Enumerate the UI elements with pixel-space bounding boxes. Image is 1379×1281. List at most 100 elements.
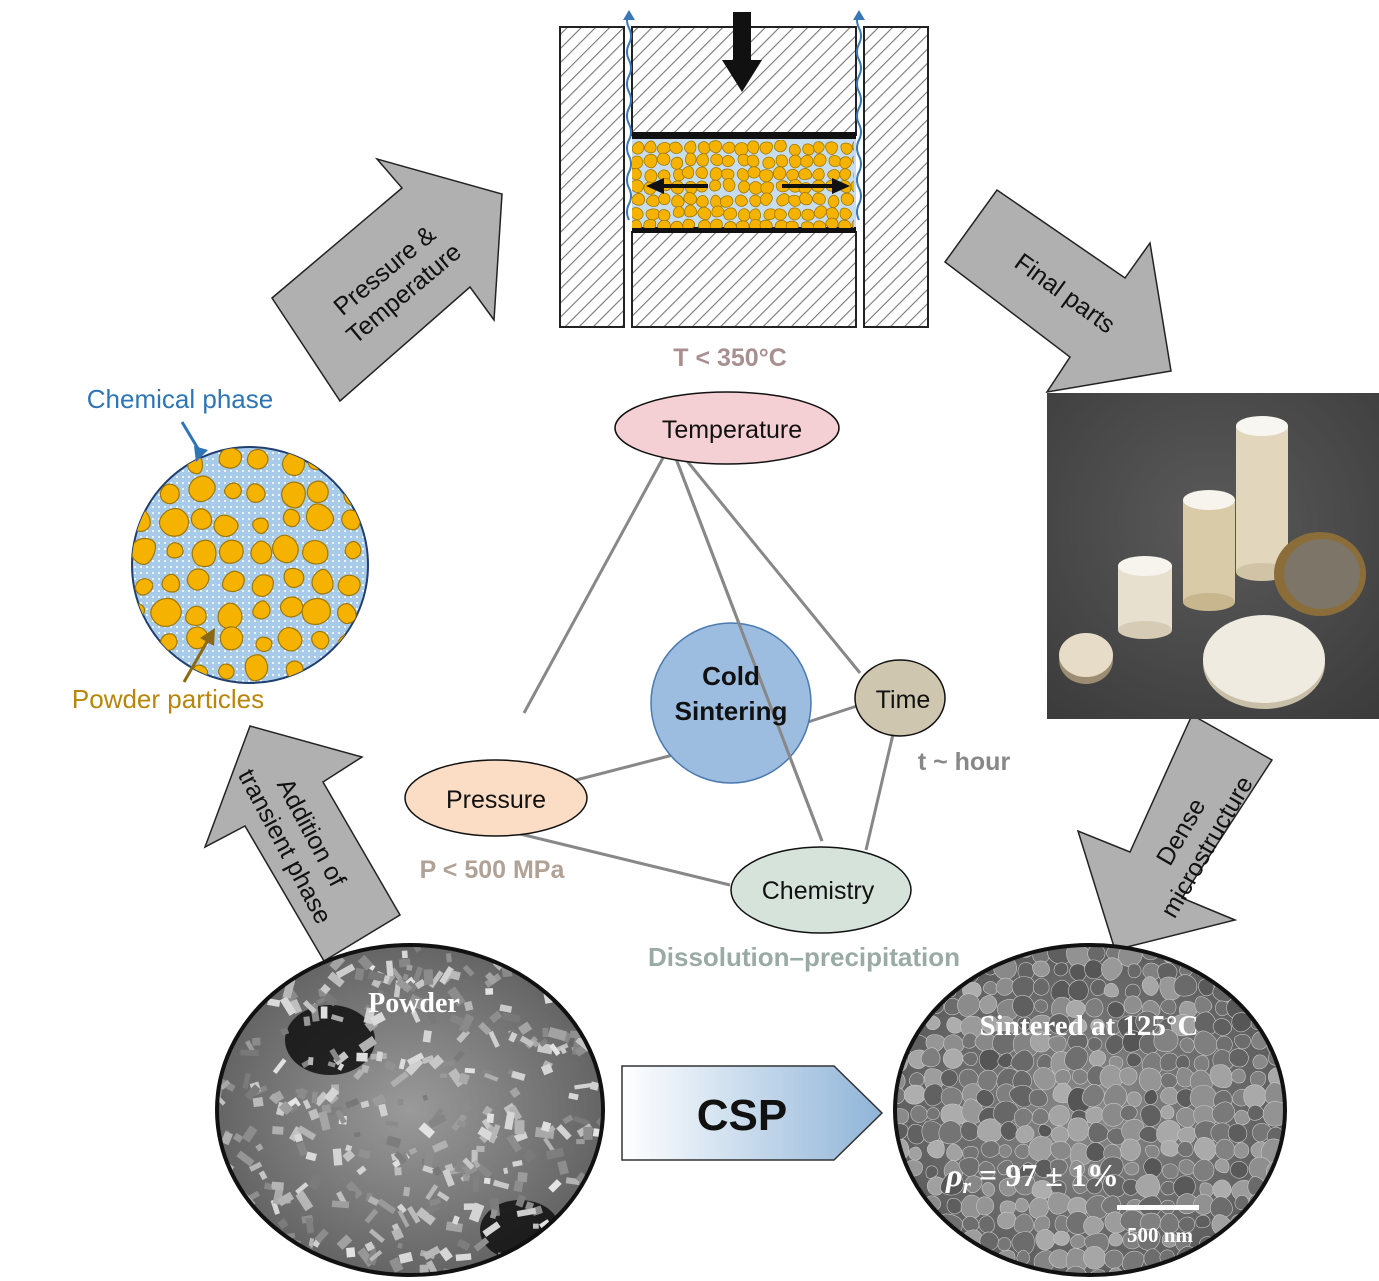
powder-particle bbox=[746, 140, 760, 155]
sem-grain bbox=[538, 1038, 549, 1047]
powder-particle bbox=[737, 208, 751, 222]
sem-grain bbox=[219, 1237, 233, 1257]
sem-grain bbox=[1106, 1127, 1126, 1146]
node-time: Time bbox=[854, 659, 946, 737]
sem-grain bbox=[335, 1109, 347, 1125]
node-time-label: Time bbox=[876, 686, 931, 714]
sem-grain bbox=[439, 1246, 453, 1262]
sem-grain bbox=[405, 980, 418, 993]
sem-grain bbox=[563, 1246, 578, 1261]
powder-particle bbox=[632, 219, 642, 228]
powder-particle bbox=[850, 180, 854, 193]
sem-grain bbox=[233, 989, 240, 998]
sem-grain bbox=[456, 1119, 467, 1128]
upper-punch-plate bbox=[632, 132, 856, 139]
sem-grain bbox=[472, 1175, 480, 1193]
sem-grain bbox=[449, 970, 461, 981]
sem-grain bbox=[221, 1270, 227, 1275]
sem-grain bbox=[1099, 1156, 1124, 1178]
sem-grain bbox=[428, 1113, 447, 1129]
sem-grain bbox=[308, 1108, 320, 1121]
powder-particle bbox=[136, 482, 153, 499]
powder-particle bbox=[186, 626, 209, 650]
powder-particle bbox=[672, 205, 685, 218]
sem-grain bbox=[895, 1212, 905, 1232]
sem-grain bbox=[909, 1214, 926, 1234]
sem-grain bbox=[946, 1143, 963, 1162]
sem-grain bbox=[249, 1161, 263, 1172]
sem-grain bbox=[1135, 1010, 1159, 1035]
sem-grain bbox=[228, 1267, 247, 1275]
sem-grain bbox=[1229, 945, 1253, 966]
press-die bbox=[559, 10, 929, 328]
sem-grain bbox=[979, 995, 998, 1014]
sem-grain bbox=[240, 1049, 259, 1056]
sem-grain bbox=[458, 1072, 470, 1085]
sem-grain bbox=[981, 1182, 996, 1197]
powder-particle bbox=[632, 179, 644, 193]
sem-grain bbox=[502, 1012, 521, 1023]
sem-grain bbox=[895, 1197, 906, 1214]
powder-particle bbox=[799, 192, 813, 206]
powder-particle bbox=[343, 485, 367, 507]
sem-grain bbox=[258, 1170, 268, 1181]
sem-grain bbox=[303, 1016, 311, 1027]
sem-grain bbox=[601, 1179, 603, 1193]
sem-grain bbox=[568, 1092, 579, 1101]
sem-grain bbox=[586, 1231, 593, 1238]
sem-grain bbox=[473, 1237, 490, 1252]
sem-grain bbox=[559, 1045, 567, 1055]
sem-grain bbox=[1233, 1142, 1250, 1159]
sem-grain bbox=[356, 1052, 368, 1062]
sem-grain bbox=[529, 1038, 540, 1048]
powder-particle bbox=[185, 605, 207, 627]
sem-grain bbox=[1120, 1104, 1138, 1122]
sem-grain bbox=[308, 1173, 323, 1191]
sem-grain bbox=[1160, 1087, 1179, 1105]
sem-grain bbox=[322, 992, 339, 1007]
sem-grain bbox=[377, 1198, 397, 1215]
sem-grain bbox=[1250, 999, 1266, 1016]
sem-grain bbox=[393, 1150, 408, 1165]
sem-grain bbox=[217, 1237, 222, 1249]
sem-grain bbox=[233, 973, 245, 987]
powder-particle bbox=[219, 626, 244, 651]
powder-particle bbox=[306, 480, 329, 504]
sem-grain bbox=[346, 1247, 356, 1258]
sem-grain bbox=[573, 983, 585, 999]
sem-grain bbox=[332, 1148, 343, 1166]
powder-particle bbox=[643, 153, 658, 169]
powder-bed-particles bbox=[632, 140, 854, 228]
sem-grain bbox=[369, 1249, 383, 1262]
sem-grain bbox=[1034, 1158, 1053, 1178]
sem-grain bbox=[542, 1027, 549, 1038]
sem-grain bbox=[1269, 1177, 1285, 1195]
sem-grain bbox=[920, 975, 944, 999]
sem-grain bbox=[269, 1243, 280, 1252]
die-wall-left bbox=[559, 26, 625, 328]
sem-grain bbox=[907, 1123, 926, 1145]
powder-particle bbox=[838, 219, 852, 228]
sem-grain bbox=[976, 945, 995, 960]
sem-grain bbox=[294, 1133, 304, 1143]
sem-grain bbox=[320, 983, 331, 995]
sem-grain bbox=[272, 1126, 284, 1135]
annotation-time: t ~ hour bbox=[918, 748, 1011, 776]
sem-grain bbox=[353, 1131, 361, 1138]
node-chemistry-label: Chemistry bbox=[762, 877, 875, 905]
sem-grain bbox=[229, 1238, 243, 1254]
sem-grain bbox=[463, 1000, 474, 1012]
sem-powder-image: Powder bbox=[215, 943, 605, 1277]
sem-grain bbox=[1104, 1249, 1124, 1270]
sem-grain bbox=[488, 1030, 500, 1048]
sem-grain bbox=[427, 1011, 438, 1025]
powder-particle bbox=[272, 534, 299, 564]
sem-grain bbox=[261, 1226, 272, 1236]
sem-grain bbox=[506, 1134, 522, 1153]
sem-grain bbox=[1088, 1163, 1103, 1178]
powder-particle bbox=[158, 507, 190, 537]
sem-grain bbox=[421, 1054, 435, 1065]
sem-grain bbox=[562, 1114, 574, 1125]
sem-grain bbox=[1232, 964, 1247, 979]
sem-grain bbox=[576, 1139, 585, 1145]
